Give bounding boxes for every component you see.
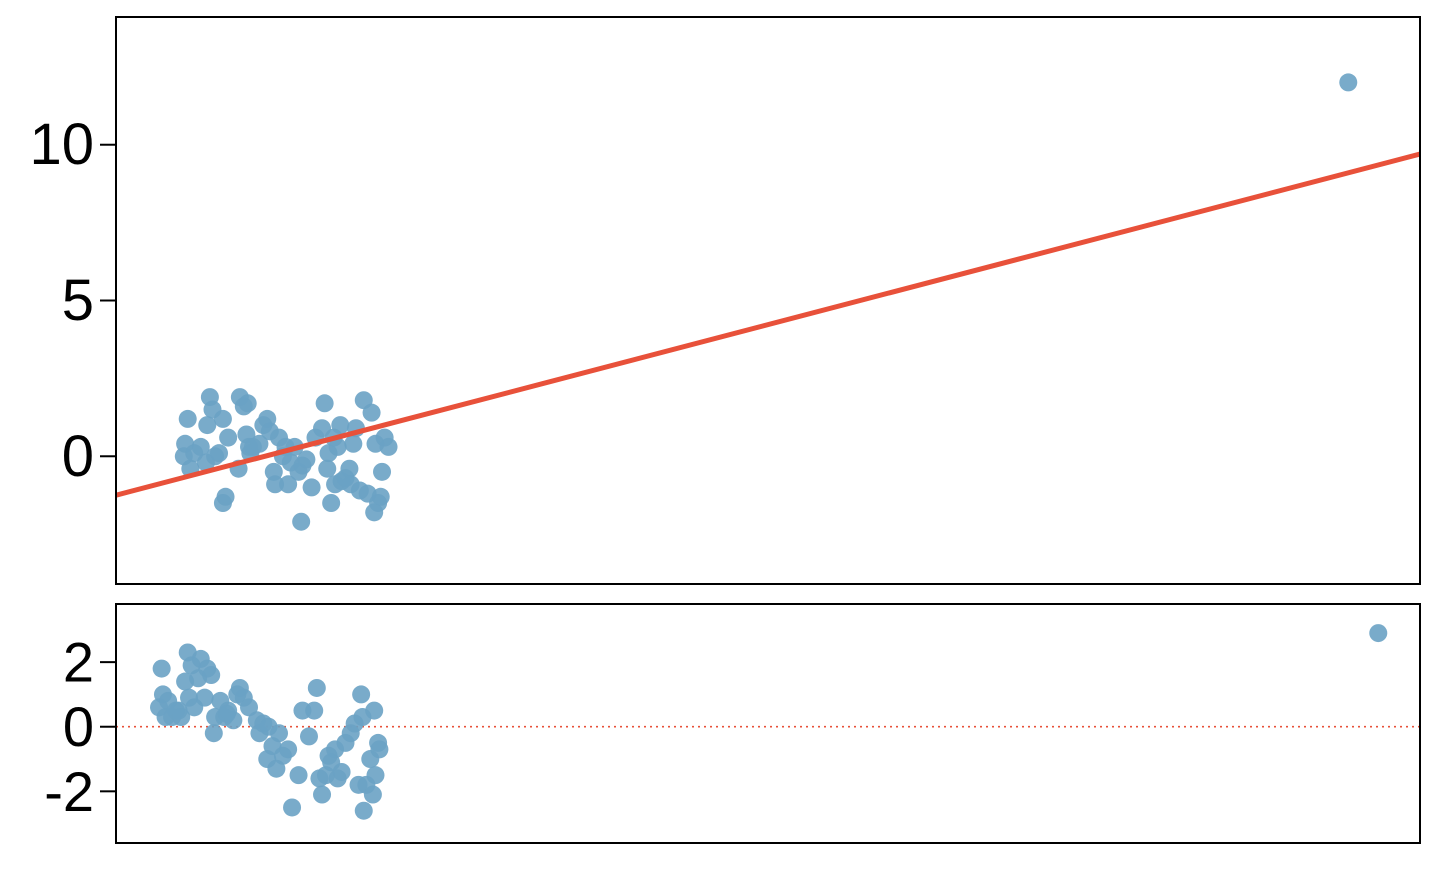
residual-data-point xyxy=(354,801,373,820)
top-data-point xyxy=(344,434,363,453)
top-plot-area xyxy=(116,73,1420,531)
top-data-point xyxy=(213,494,232,512)
residual-data-point xyxy=(1369,624,1388,643)
top-data-point xyxy=(210,444,229,463)
residual-data-point xyxy=(283,798,302,817)
top-data-point xyxy=(264,462,283,481)
top-data-point xyxy=(340,459,359,478)
residual-data-point xyxy=(365,701,384,720)
top-data-point xyxy=(191,437,210,456)
residual-data-point xyxy=(195,688,214,707)
residual-data-point xyxy=(305,701,324,720)
top-data-point xyxy=(365,503,384,522)
residual-data-point xyxy=(363,785,382,804)
top-data-point xyxy=(318,459,337,478)
residual-data-point xyxy=(370,740,389,759)
residual-data-point xyxy=(176,672,195,691)
top-data-point xyxy=(371,487,390,506)
top-data-point xyxy=(322,494,341,512)
residual-data-point xyxy=(307,678,326,697)
top-data-point xyxy=(178,409,197,428)
residual-y-tick-label: 0 xyxy=(63,695,94,758)
top-data-point xyxy=(373,462,392,481)
top-data-point xyxy=(198,416,217,435)
top-y-tick-label: 0 xyxy=(62,424,94,489)
residual-data-point xyxy=(289,766,308,785)
residual-data-point xyxy=(240,698,259,717)
top-data-point xyxy=(362,403,381,422)
scatter-panel-top: 0 5 10 xyxy=(29,16,1421,585)
residual-data-point xyxy=(366,766,385,785)
residual-data-point xyxy=(204,724,223,743)
residual-data-point xyxy=(224,711,243,730)
top-data-point xyxy=(219,428,238,447)
top-y-tick-label: 10 xyxy=(29,112,94,177)
residual-data-point xyxy=(180,688,199,707)
residual-data-point xyxy=(332,762,351,781)
top-data-point xyxy=(379,437,398,456)
top-data-point xyxy=(302,478,321,497)
top-data-point xyxy=(315,394,334,413)
residual-panel: -202 xyxy=(44,603,1421,844)
top-data-point xyxy=(279,475,298,494)
residual-data-point xyxy=(259,717,278,736)
top-data-point xyxy=(238,394,257,413)
residual-data-point xyxy=(313,785,332,804)
residual-data-point xyxy=(202,666,221,685)
residual-data-point xyxy=(319,746,338,765)
residual-data-point xyxy=(228,685,247,704)
top-data-point xyxy=(331,416,350,435)
top-data-point xyxy=(213,409,232,428)
residual-data-point xyxy=(279,740,298,759)
residual-data-point xyxy=(352,685,371,704)
top-y-tick-label: 5 xyxy=(62,268,94,333)
top-data-point xyxy=(297,450,316,469)
regression-line xyxy=(116,151,1420,498)
residual-y-tick-label: 2 xyxy=(63,631,94,694)
residual-plot-frame xyxy=(115,603,1421,844)
residual-plot-area xyxy=(116,624,1420,820)
residual-y-tick-label: -2 xyxy=(44,760,94,823)
residual-data-point xyxy=(299,727,318,746)
residual-data-point xyxy=(172,708,191,727)
residual-data-point xyxy=(152,659,171,678)
top-data-point xyxy=(292,512,311,531)
top-data-point xyxy=(250,434,269,453)
top-plot-frame xyxy=(115,16,1421,585)
top-data-point xyxy=(1339,73,1358,92)
